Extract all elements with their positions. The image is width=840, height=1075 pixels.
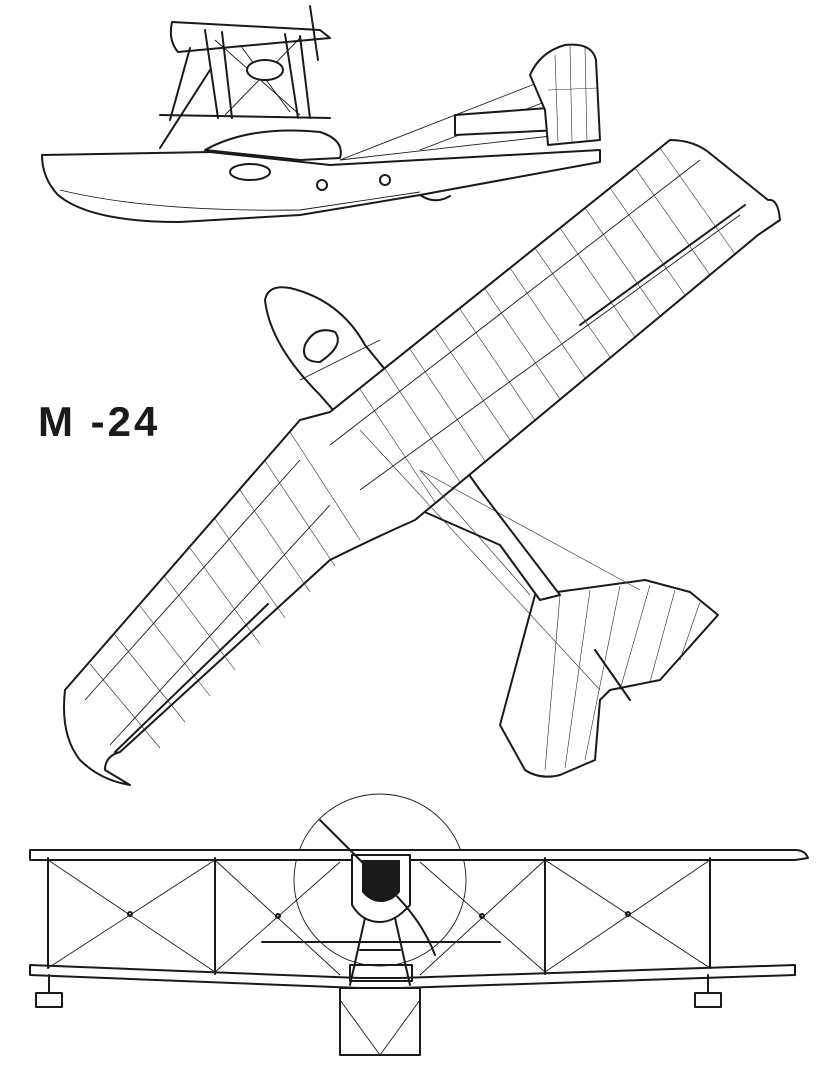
interplane-struts-side [159,29,311,149]
float-right [694,992,722,1008]
lower-wing-side [159,114,331,119]
tail-ribs-plan [544,584,701,771]
hull-vee-front [339,999,421,1056]
hull-keel-line [59,189,421,211]
tailplane-plan [499,579,719,778]
porthole-2 [379,174,391,186]
ailerons-plan [114,204,746,753]
porthole-1 [316,179,328,191]
propeller-blades-front [319,819,436,956]
cockpit-side [204,129,342,161]
aircraft-designation: M -24 [38,398,161,445]
upper-wing-side [169,21,331,53]
main-wing-plan [63,139,781,786]
float-left [35,992,63,1008]
fin-rudder-side [529,43,601,146]
side-view [41,5,601,223]
bow-plan-line [299,339,381,381]
plan-view [63,139,781,786]
lower-wing-front [29,964,796,989]
propeller-side [309,5,319,61]
rudder-ribs-side [547,45,599,143]
front-view [29,793,809,1056]
wing-spars-plan [84,159,741,746]
engine-nacelle-side [246,59,284,81]
bracing-nodes [127,911,631,919]
cockpit-plan [303,329,339,363]
crew-head-side [229,163,271,181]
interplane-struts-front [47,857,711,975]
cockpit-front [349,964,413,982]
wing-ribs-plan [89,147,736,749]
float-struts [48,974,709,994]
hull-step [419,194,451,202]
hull-front [339,987,421,1056]
upper-wing-front [29,849,809,861]
hull-side [41,149,601,223]
tail-skid-plan [594,649,631,701]
tail-bracing-plan [359,429,641,691]
cabane-struts-front [349,917,411,986]
